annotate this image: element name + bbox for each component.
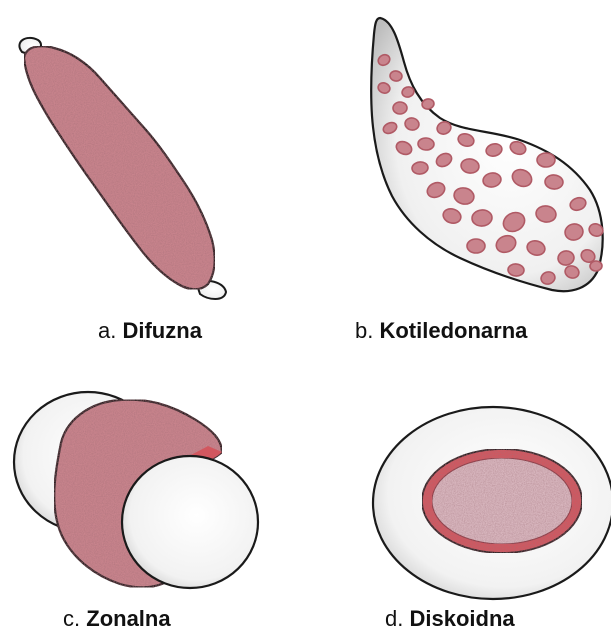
- caption-name: Kotiledonarna: [379, 318, 527, 343]
- caption-diffuse: a. Difuzna: [98, 318, 202, 344]
- caption-name: Difuzna: [122, 318, 201, 343]
- cotyledon-spot: [393, 102, 407, 114]
- caption-discoid: d. Diskoidna: [385, 606, 515, 632]
- cotyledon-spot: [418, 138, 435, 151]
- cotyledon-spot: [537, 153, 555, 167]
- zonary-placenta-figure: [14, 392, 258, 588]
- caption-letter: c.: [63, 606, 80, 631]
- cotyledon-spot: [590, 261, 603, 272]
- cotyledonary-placenta-figure: [371, 18, 605, 291]
- cotyledon-spot: [545, 174, 564, 189]
- discoid-placenta-figure: [373, 407, 611, 599]
- zonary-membrane-front: [122, 456, 258, 588]
- diffuse-placenta-body: [24, 46, 215, 289]
- caption-name: Diskoidna: [409, 606, 514, 631]
- caption-letter: b.: [355, 318, 373, 343]
- caption-letter: a.: [98, 318, 116, 343]
- caption-name: Zonalna: [86, 606, 170, 631]
- diffuse-placenta-figure: [19, 38, 226, 299]
- cotyledon-spot: [467, 239, 485, 253]
- cotyledon-spot: [508, 263, 525, 276]
- discoid-placenta-center: [432, 458, 572, 544]
- caption-cotyledonary: b. Kotiledonarna: [355, 318, 527, 344]
- cotyledon-spot: [389, 70, 402, 81]
- caption-zonary: c. Zonalna: [63, 606, 171, 632]
- cotyledon-spot: [421, 98, 435, 110]
- caption-letter: d.: [385, 606, 403, 631]
